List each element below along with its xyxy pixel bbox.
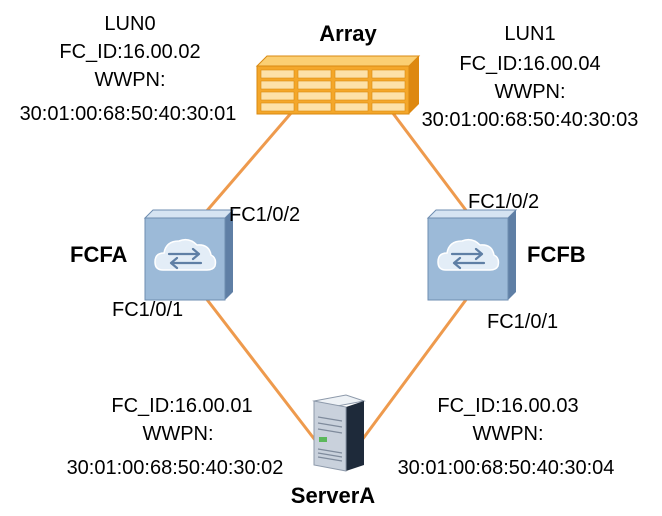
fc-switch-icon (143, 209, 235, 301)
lun0-fc-id: FC_ID:16.00.02 (59, 41, 201, 63)
server-tower-icon (312, 394, 366, 472)
array-label: Array (319, 21, 377, 46)
fcfa-port-down: FC1/0/1 (112, 299, 184, 321)
lun1-wwpn-label: WWPN: (494, 81, 566, 103)
server-left-wwpn: 30:01:00:68:50:40:30:02 (66, 457, 284, 479)
link-fcfa-server (203, 296, 317, 441)
link-array-fcfa (203, 111, 294, 214)
lun1-fc-id: FC_ID:16.00.04 (459, 53, 601, 75)
link-array-fcfb (390, 111, 470, 214)
lun0-wwpn: 30:01:00:68:50:40:30:01 (19, 103, 237, 125)
server-label: ServerA (290, 483, 376, 508)
server-right-wwpn-label: WWPN: (472, 423, 544, 445)
link-fcfb-server (360, 296, 470, 441)
fc-switch-icon (426, 209, 518, 301)
storage-array-icon (255, 55, 421, 115)
lun0-title: LUN0 (104, 13, 156, 35)
lun1-wwpn: 30:01:00:68:50:40:30:03 (421, 109, 639, 131)
server-left-wwpn-label: WWPN: (142, 423, 214, 445)
fcfb-label: FCFB (527, 242, 586, 267)
server-right-fc-id: FC_ID:16.00.03 (437, 395, 579, 417)
fcfa-label: FCFA (70, 242, 128, 267)
lun0-wwpn-label: WWPN: (94, 69, 166, 91)
fcfb-port-down: FC1/0/1 (487, 311, 559, 333)
fcfb-port-up: FC1/0/2 (468, 191, 540, 213)
server-right-wwpn: 30:01:00:68:50:40:30:04 (397, 457, 615, 479)
lun1-title: LUN1 (504, 23, 556, 45)
server-left-fc-id: FC_ID:16.00.01 (111, 395, 253, 417)
fcfa-port-up: FC1/0/2 (229, 204, 301, 226)
